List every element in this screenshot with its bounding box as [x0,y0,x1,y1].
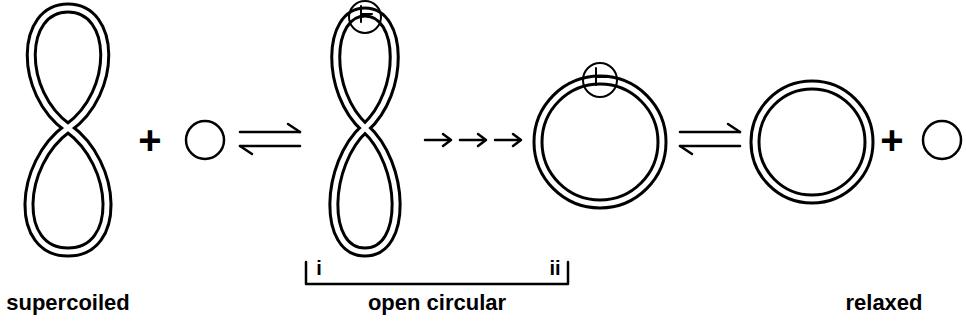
equilibrium-arrows [680,124,740,154]
forward-arrows [425,134,521,146]
plus-sign: + [880,120,903,160]
stage-label: i [316,258,322,278]
open-circular-complex-ii [538,63,662,204]
relaxed-dna [755,85,869,199]
open-circular-complex-i [334,1,396,252]
supercoiled-dna [29,8,107,252]
enzyme-circle [923,121,961,159]
state-label: relaxed [845,292,922,314]
bracket [306,262,568,284]
plus-sign: + [138,120,161,160]
enzyme-circle [186,121,224,159]
state-label: supercoiled [6,292,129,314]
equilibrium-arrows [240,124,300,154]
state-label: open circular [368,292,506,314]
stage-label: ii [549,258,560,278]
